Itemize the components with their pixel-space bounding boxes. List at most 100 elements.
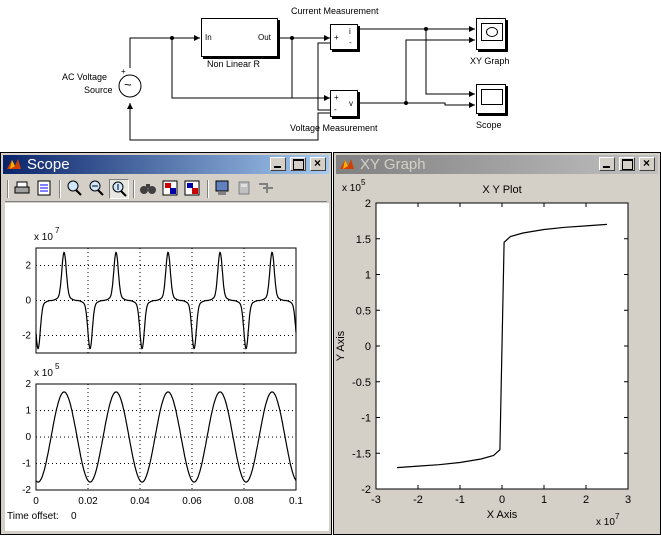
scope-top-current-line xyxy=(35,251,297,350)
minimize-button[interactable] xyxy=(270,157,286,171)
scope-bottom-voltage-line xyxy=(35,391,297,483)
xy-graph-label: XY Graph xyxy=(470,56,510,66)
xy-xtick: -1 xyxy=(455,494,465,506)
xy-plot-title: X Y Plot xyxy=(482,184,521,196)
xy-ytick: -1 xyxy=(361,413,371,425)
scope-title: Scope xyxy=(27,156,70,173)
nonlinear-r-block[interactable]: In Out xyxy=(201,18,278,57)
scope-bottom-ytick: -2 xyxy=(22,485,31,496)
port-plus: + xyxy=(334,33,339,42)
current-measurement-block[interactable]: + i - xyxy=(330,24,358,50)
port-in: In xyxy=(205,33,212,42)
scope-xtick: 0.02 xyxy=(78,496,98,507)
scope-bottom-exponent: 5 xyxy=(55,362,60,371)
xy-series-line xyxy=(396,223,608,469)
current-measurement-label: Current Measurement xyxy=(291,6,379,16)
xy-ytick: -2 xyxy=(361,484,371,496)
nonlinear-r-label: Non Linear R xyxy=(207,59,261,69)
xy-ytick: -0.5 xyxy=(352,377,371,389)
xy-x-exponent-base: x 10 xyxy=(596,517,615,528)
scope-xtick: 0.08 xyxy=(234,496,254,507)
scope-window: Scope × xyxy=(0,152,332,535)
scope-bottom-exponent-base: x 10 xyxy=(34,368,53,379)
close-button[interactable]: × xyxy=(639,156,655,171)
ac-source-label-2: Source xyxy=(84,85,113,95)
scope-xtick: 0 xyxy=(33,496,39,507)
xy-graph-screen-icon xyxy=(481,23,503,41)
scope-top-ytick: 2 xyxy=(25,261,31,272)
port-out: Out xyxy=(258,33,271,42)
diagram-wires xyxy=(118,26,475,141)
parameters-icon[interactable] xyxy=(35,179,55,199)
scope-xtick: 0.04 xyxy=(130,496,150,507)
xy-ytick: 1 xyxy=(365,270,371,282)
autoscale-icon[interactable] xyxy=(139,179,159,199)
close-icon: × xyxy=(643,156,651,170)
xy-title: XY Graph xyxy=(360,156,426,173)
time-offset-label: Time offset: xyxy=(7,511,59,522)
scope-bottom-ytick: 2 xyxy=(25,379,31,390)
xy-y-exponent: 5 xyxy=(361,178,366,187)
xy-ylabel: Y Axis xyxy=(336,330,347,361)
lock-axes-icon[interactable] xyxy=(235,179,255,199)
xy-x-exponent: 7 xyxy=(615,512,620,521)
voltage-measurement-block[interactable]: + v - xyxy=(330,90,358,117)
minimize-button[interactable] xyxy=(599,157,615,171)
restore-axes-icon[interactable] xyxy=(183,179,203,199)
scope-bottom-ytick: 1 xyxy=(25,406,31,417)
wire-source-to-nlr xyxy=(129,37,200,68)
xy-ytick: -1.5 xyxy=(352,448,371,460)
xy-xtick: 3 xyxy=(625,494,631,506)
zoom-x-icon[interactable] xyxy=(87,179,107,199)
matlab-icon xyxy=(340,159,354,169)
ac-source-polarity: + xyxy=(121,67,126,76)
xy-ytick: 2 xyxy=(365,198,371,210)
xy-xtick: -3 xyxy=(371,494,381,506)
simulink-diagram: Current Measurement + i - In Out Non Lin… xyxy=(0,0,661,152)
port-minus: - xyxy=(349,38,352,47)
xy-ytick: 1.5 xyxy=(356,234,371,246)
maximize-button[interactable] xyxy=(290,157,306,171)
matlab-icon xyxy=(7,159,21,169)
scope-screen-icon xyxy=(481,89,503,105)
xy-xlabel: X Axis xyxy=(487,509,518,521)
signal-selection-icon[interactable] xyxy=(257,179,277,199)
xy-xtick: 2 xyxy=(583,494,589,506)
port-minus: - xyxy=(334,105,337,114)
close-icon: × xyxy=(314,156,322,170)
xy-graph-block[interactable] xyxy=(476,18,506,50)
zoom-y-icon[interactable] xyxy=(109,179,129,199)
save-axes-icon[interactable] xyxy=(161,179,181,199)
scope-block[interactable] xyxy=(476,84,506,114)
time-offset-value: 0 xyxy=(71,511,77,522)
scope-xtick: 0.1 xyxy=(289,496,303,507)
scope-toolbar xyxy=(5,177,327,202)
scope-xtick: 0.06 xyxy=(182,496,202,507)
scope-top-ytick: -2 xyxy=(22,331,31,342)
close-button[interactable]: × xyxy=(310,156,326,171)
ac-source-symbol[interactable]: ~ xyxy=(124,77,132,92)
scope-top-exponent-base: x 10 xyxy=(34,232,53,243)
print-icon[interactable] xyxy=(13,179,33,199)
scope-top-exponent: 7 xyxy=(55,226,60,235)
scope-titlebar[interactable]: Scope × xyxy=(3,155,329,174)
maximize-button[interactable] xyxy=(619,157,635,171)
scope-top-ytick: 0 xyxy=(25,296,31,307)
xy-xtick: -2 xyxy=(413,494,423,506)
xy-ytick: 0 xyxy=(365,341,371,353)
zoom-icon[interactable] xyxy=(65,179,85,199)
scope-label: Scope xyxy=(476,120,502,130)
ac-source-label-1: AC Voltage xyxy=(62,72,108,82)
voltage-measurement-label: Voltage Measurement xyxy=(290,123,378,133)
xy-titlebar[interactable]: XY Graph × xyxy=(336,155,658,174)
floating-scope-icon[interactable] xyxy=(213,179,233,199)
ac-source-circle xyxy=(118,74,142,98)
wire-to-voltage-plus xyxy=(171,38,330,99)
xy-xtick: 0 xyxy=(499,494,505,506)
port-plus: + xyxy=(334,93,339,102)
